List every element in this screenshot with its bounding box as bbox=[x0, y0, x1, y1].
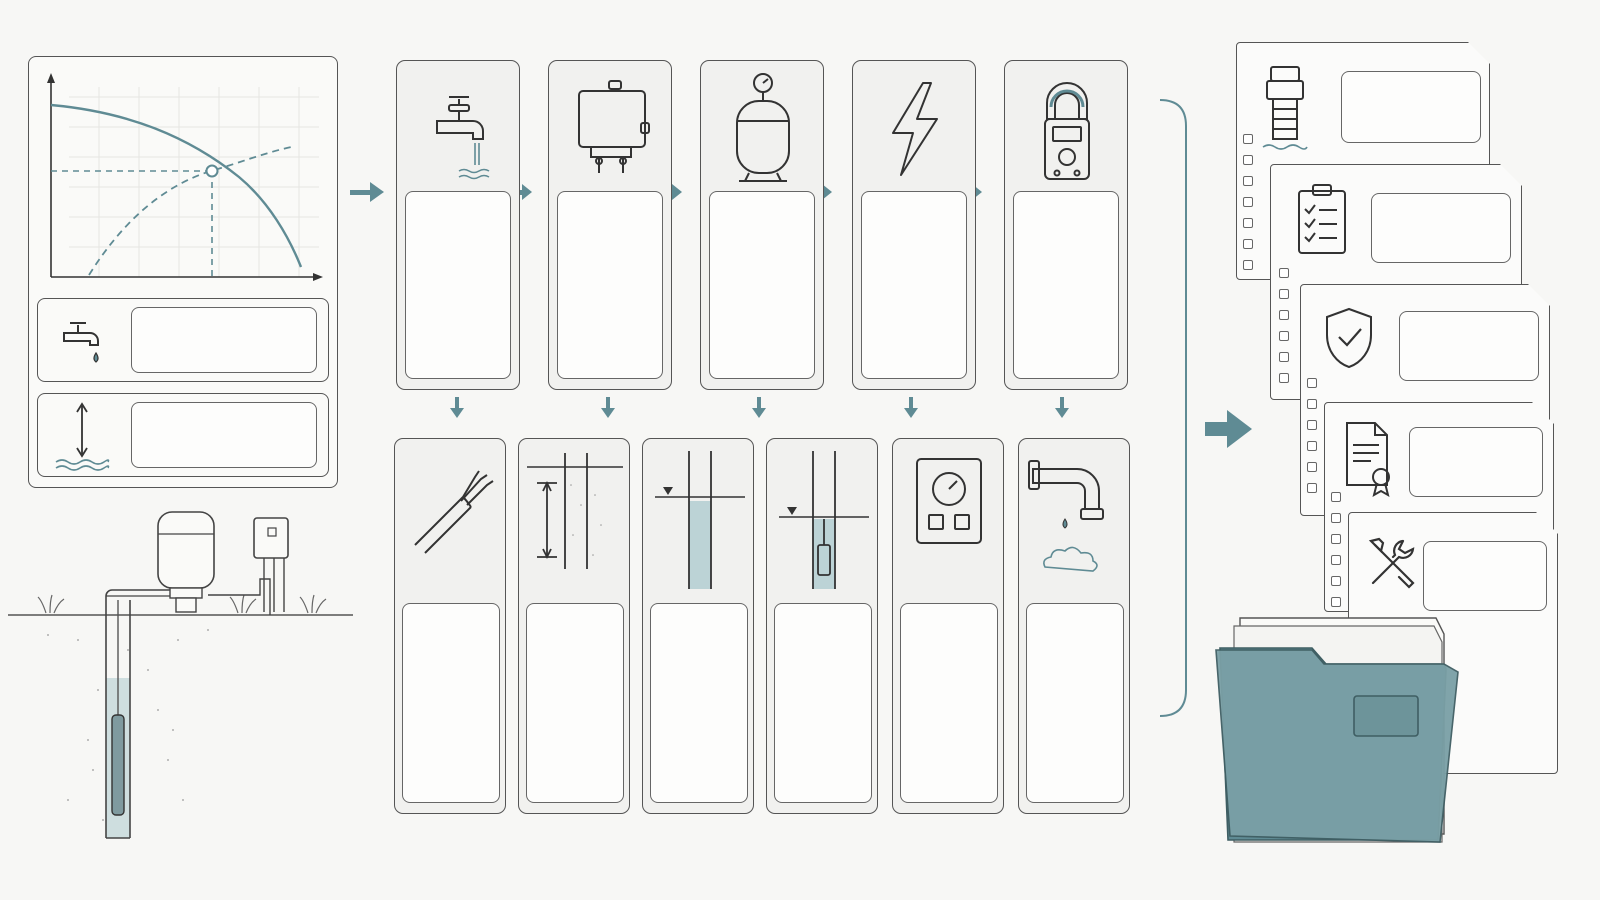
checkbox[interactable] bbox=[1243, 176, 1253, 186]
card-control-box bbox=[548, 60, 672, 390]
card-pressure-tank bbox=[700, 60, 824, 390]
well-depth-value-field[interactable] bbox=[526, 603, 624, 803]
card-pressure-switch bbox=[892, 438, 1004, 814]
card-water-level bbox=[642, 438, 754, 814]
grouping-bracket bbox=[1159, 99, 1187, 717]
clamp-meter-value-field[interactable] bbox=[1013, 191, 1119, 379]
card-well-depth bbox=[518, 438, 630, 814]
arrow-down bbox=[601, 397, 615, 418]
checkbox[interactable] bbox=[1279, 373, 1289, 383]
certificate-doc-field[interactable] bbox=[1409, 427, 1543, 497]
card-electrical bbox=[852, 60, 976, 390]
pressure-tank-icon bbox=[736, 73, 790, 182]
checkbox[interactable] bbox=[1279, 289, 1289, 299]
wrench-screwdriver-icon bbox=[1363, 533, 1423, 593]
pump-depth-icon bbox=[779, 451, 869, 589]
certificate-icon bbox=[1341, 419, 1399, 499]
checkbox[interactable] bbox=[1279, 352, 1289, 362]
pressure-switch-value-field[interactable] bbox=[900, 603, 998, 803]
document-folder[interactable] bbox=[1212, 612, 1482, 862]
checkbox[interactable] bbox=[1307, 399, 1317, 409]
water-level-icon bbox=[655, 451, 745, 589]
arrow-down bbox=[450, 397, 464, 418]
card-clamp-meter bbox=[1004, 60, 1128, 390]
checkbox[interactable] bbox=[1243, 134, 1253, 144]
arrow-right bbox=[350, 182, 384, 202]
pressure-switch-icon bbox=[916, 458, 982, 544]
flow-rate-field[interactable] bbox=[131, 307, 317, 373]
lightning-icon bbox=[892, 82, 938, 176]
arrow-down bbox=[1055, 397, 1069, 418]
leak-value-field[interactable] bbox=[1026, 603, 1124, 803]
card-pump-depth bbox=[766, 438, 878, 814]
head-input-row bbox=[37, 393, 329, 477]
arrow-down bbox=[752, 397, 766, 418]
clipboard-checklist-icon bbox=[1293, 183, 1353, 259]
checkbox[interactable] bbox=[1307, 441, 1317, 451]
checkbox[interactable] bbox=[1331, 534, 1341, 544]
leaking-pipe-icon bbox=[1028, 460, 1104, 572]
checkbox[interactable] bbox=[1307, 483, 1317, 493]
faucet-drop-icon bbox=[63, 322, 99, 363]
control-box-value-field[interactable] bbox=[557, 191, 663, 379]
faucet-value-field[interactable] bbox=[405, 191, 511, 379]
checkbox[interactable] bbox=[1279, 310, 1289, 320]
checklist-doc-field[interactable] bbox=[1371, 193, 1511, 263]
checkbox[interactable] bbox=[1243, 218, 1253, 228]
checkbox[interactable] bbox=[1307, 420, 1317, 430]
checkbox[interactable] bbox=[1331, 513, 1341, 523]
checkbox[interactable] bbox=[1331, 576, 1341, 586]
control-box-icon bbox=[578, 80, 650, 173]
shield-check-icon bbox=[1321, 305, 1377, 371]
checkbox[interactable] bbox=[1307, 378, 1317, 388]
checkbox[interactable] bbox=[1307, 462, 1317, 472]
checkbox[interactable] bbox=[1243, 197, 1253, 207]
checkbox[interactable] bbox=[1279, 268, 1289, 278]
card-leak bbox=[1018, 438, 1130, 814]
clamp-meter-icon bbox=[1044, 82, 1090, 180]
warranty-doc-field[interactable] bbox=[1399, 311, 1539, 381]
checkbox[interactable] bbox=[1243, 260, 1253, 270]
pump-selection-panel bbox=[28, 56, 338, 488]
arrow-down bbox=[904, 397, 918, 418]
checkbox[interactable] bbox=[1243, 155, 1253, 165]
water-depth-icon bbox=[55, 402, 110, 471]
cable-value-field[interactable] bbox=[402, 603, 500, 803]
pump-depth-value-field[interactable] bbox=[774, 603, 872, 803]
well-system-illustration bbox=[8, 511, 353, 839]
checkbox[interactable] bbox=[1243, 239, 1253, 249]
pump-icon bbox=[1259, 61, 1311, 157]
card-cable bbox=[394, 438, 506, 814]
pressure-tank-value-field[interactable] bbox=[709, 191, 815, 379]
checkbox[interactable] bbox=[1331, 555, 1341, 565]
arrow-to-documents bbox=[1205, 410, 1252, 448]
pump-curve-chart bbox=[47, 73, 323, 281]
electrical-value-field[interactable] bbox=[861, 191, 967, 379]
well-depth-icon bbox=[527, 453, 623, 569]
faucet-icon bbox=[436, 96, 490, 180]
pump-doc-field[interactable] bbox=[1341, 71, 1481, 143]
checkbox[interactable] bbox=[1279, 331, 1289, 341]
checkbox[interactable] bbox=[1331, 597, 1341, 607]
maintenance-doc-field[interactable] bbox=[1423, 541, 1547, 611]
card-faucet bbox=[396, 60, 520, 390]
checkbox[interactable] bbox=[1331, 492, 1341, 502]
head-depth-field[interactable] bbox=[131, 402, 317, 468]
cable-icon bbox=[414, 470, 494, 554]
flow-input-row bbox=[37, 298, 329, 382]
water-level-value-field[interactable] bbox=[650, 603, 748, 803]
